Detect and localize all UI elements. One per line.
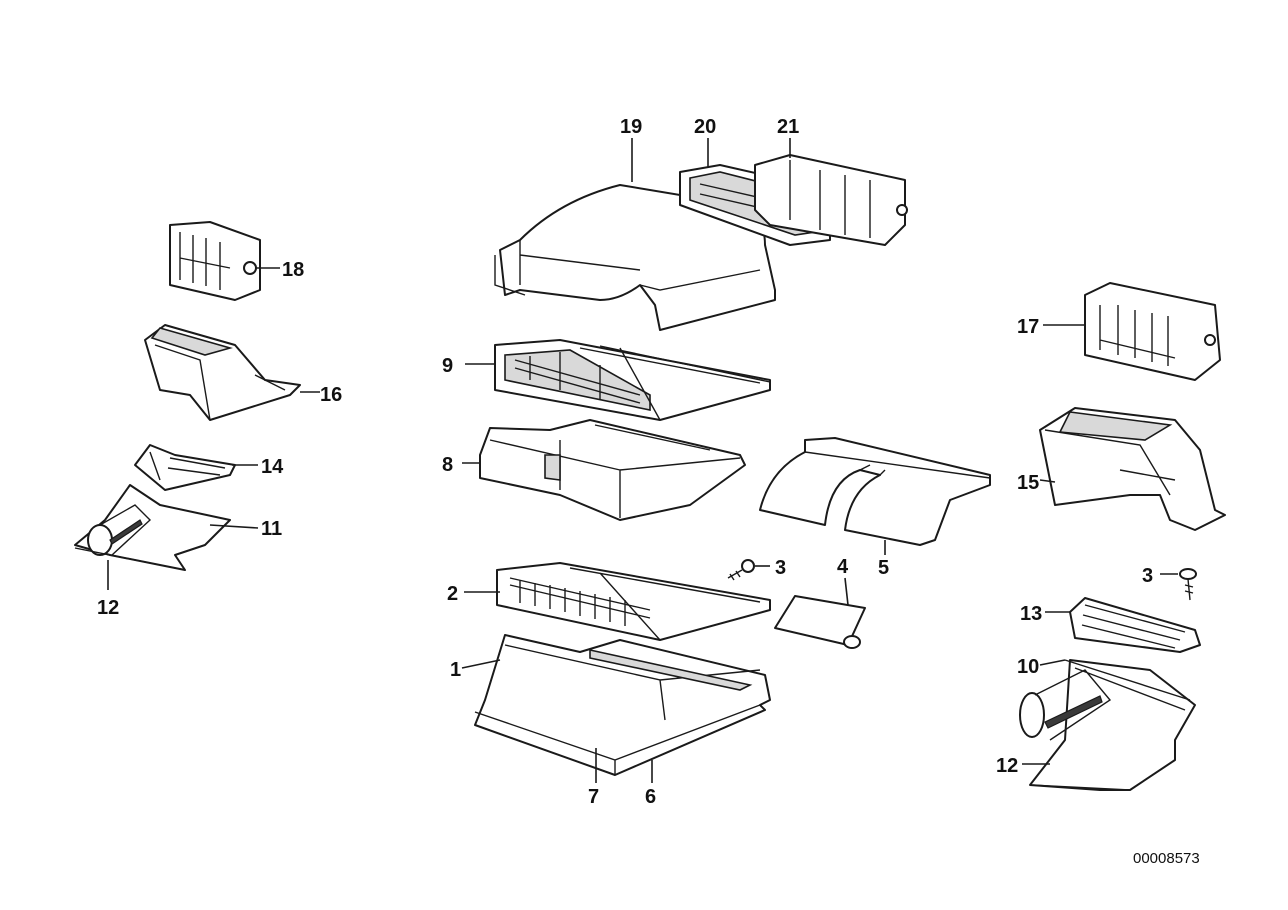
part-21-vent-housing (754, 154, 908, 246)
callout-6: 6 (645, 786, 656, 808)
part-2-lower-grille (496, 562, 771, 641)
callout-14: 14 (261, 456, 284, 478)
callout-12-left: 12 (97, 597, 119, 619)
part-14-grille (134, 444, 236, 491)
part-15-vent-channel-right (1039, 407, 1226, 531)
reference-number: 00008573 (1133, 850, 1200, 867)
part-17-vent-right (1084, 282, 1221, 381)
callout-16: 16 (320, 384, 342, 406)
part-8-tray (479, 419, 746, 521)
callout-8: 8 (442, 454, 453, 476)
callout-4: 4 (837, 556, 849, 578)
callout-3-center: 3 (775, 557, 786, 579)
part-3-screw-right (1179, 568, 1197, 601)
callout-5: 5 (878, 557, 889, 579)
callout-1: 1 (450, 659, 461, 681)
part-4-small-flap (774, 595, 866, 649)
part-16-vent-channel (144, 324, 301, 421)
callout-12-right: 12 (996, 755, 1018, 777)
callout-9: 9 (442, 355, 453, 377)
part-18-small-vent (169, 221, 261, 301)
callout-labels: 19 20 21 18 16 14 11 12 9 8 2 1 7 6 3 4 … (97, 116, 1153, 808)
callout-11: 11 (261, 518, 282, 540)
callout-7: 7 (588, 786, 599, 808)
part-9-top-grille (494, 339, 771, 421)
part-13-grille-right (1069, 597, 1201, 653)
part-10-nozzle-duct-right (1019, 659, 1196, 791)
callout-17: 17 (1017, 316, 1039, 338)
callout-3-right: 3 (1142, 565, 1153, 587)
callout-2: 2 (447, 583, 458, 605)
callout-18: 18 (282, 259, 304, 281)
callout-10: 10 (1017, 656, 1039, 678)
callout-19: 19 (620, 116, 642, 138)
callout-15: 15 (1017, 472, 1039, 494)
part-5-curved-flaps (759, 437, 991, 546)
leader-lines (107, 138, 1178, 783)
part-1-base-housing (474, 634, 771, 776)
part-3-screw-center (727, 559, 755, 581)
part-11-nozzle-duct-left (74, 484, 231, 571)
callout-20: 20 (694, 116, 716, 138)
callout-21: 21 (777, 116, 799, 138)
callout-13: 13 (1020, 603, 1042, 625)
